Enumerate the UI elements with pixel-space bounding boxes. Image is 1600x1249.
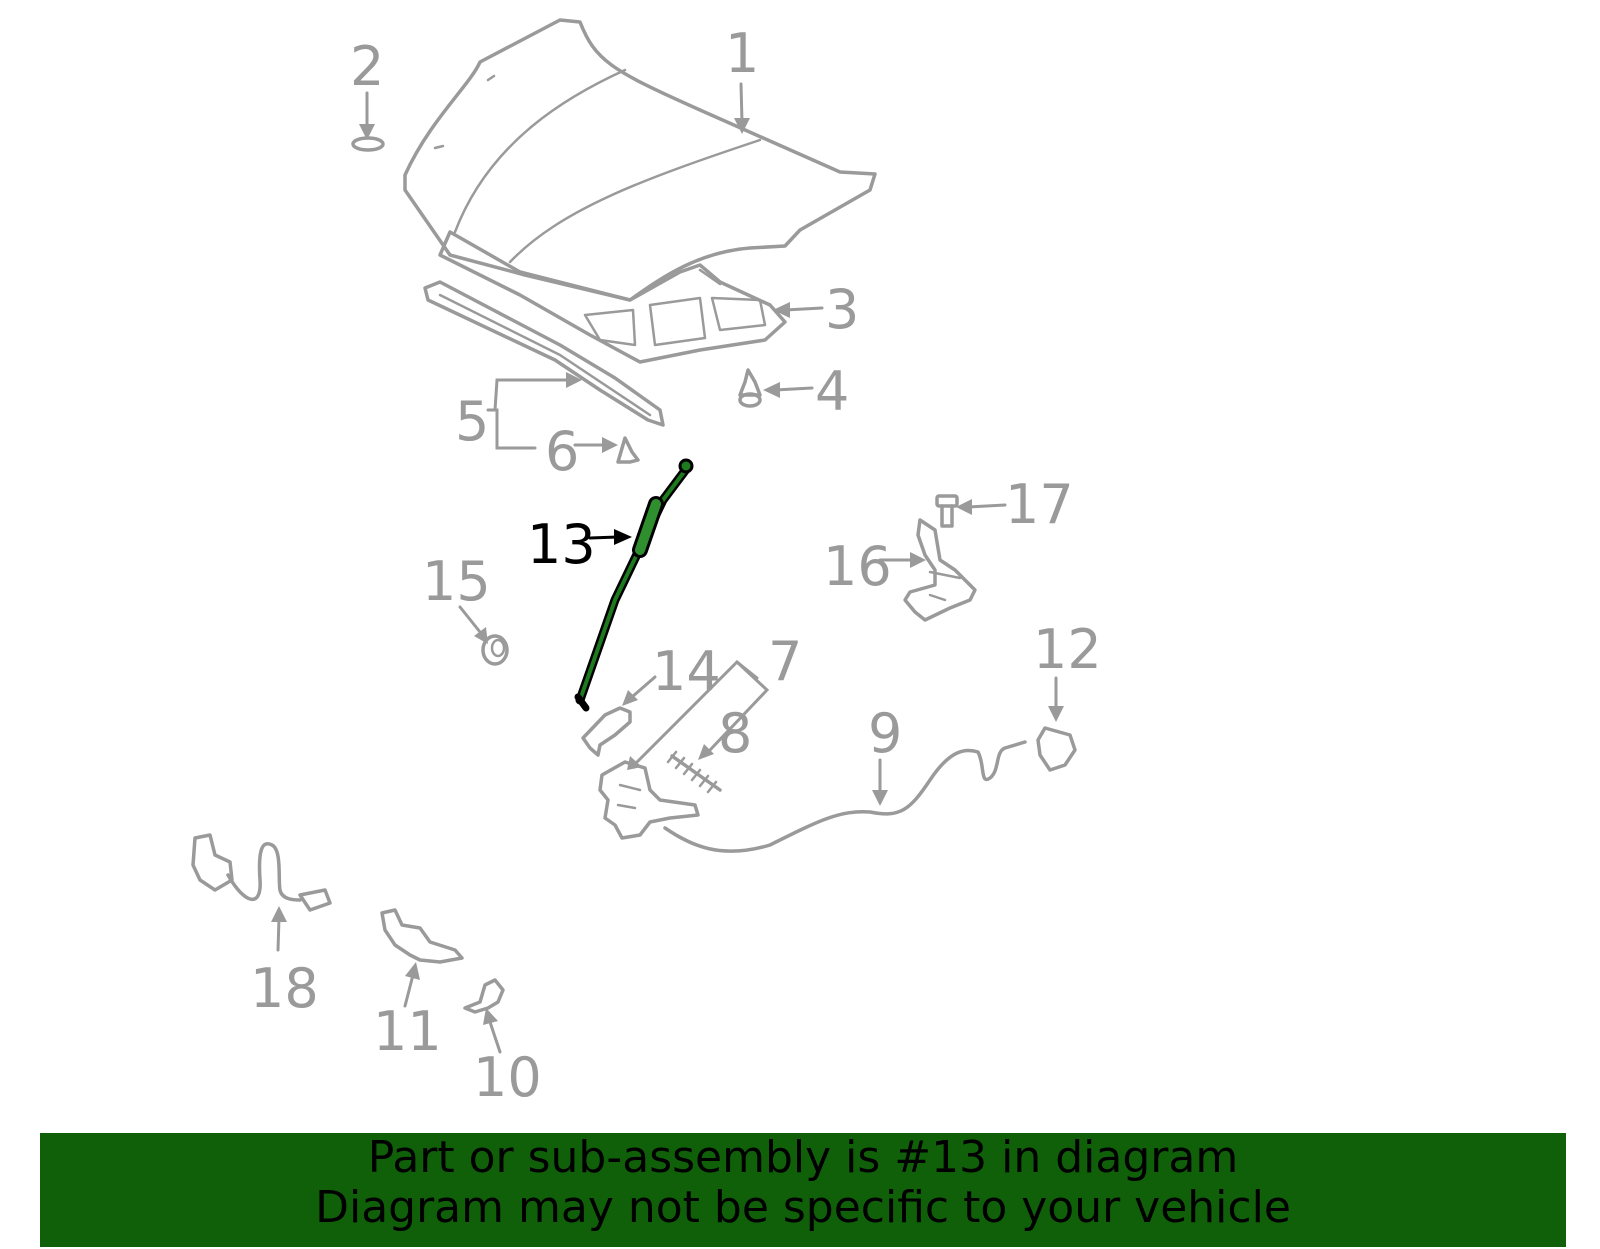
- cable-part-9: [663, 740, 1027, 853]
- bumper-part-15: [481, 634, 509, 666]
- parts-diagram: 1 2 3 4 5 6 7 8 9 10 11 12 13 14 15 16 1…: [191, 18, 1102, 1109]
- callout-7: 7: [768, 630, 802, 693]
- striker-part-14: [581, 706, 632, 757]
- info-banner: Part or sub-assembly is #13 in diagram D…: [40, 1133, 1566, 1247]
- hood-inner-part-3: [438, 230, 787, 364]
- banner-line-part-number: Part or sub-assembly is #13 in diagram: [367, 1132, 1239, 1183]
- lock-cable-part-18: [191, 833, 332, 912]
- banner-line-disclaimer: Diagram may not be specific to your vehi…: [315, 1182, 1291, 1233]
- release-handle-part-12: [1036, 726, 1077, 772]
- seal-part-5: [423, 280, 665, 427]
- bracket-part-11: [380, 908, 464, 964]
- callout-17: 17: [1005, 473, 1074, 536]
- callout-13: 13: [527, 513, 596, 576]
- callout-15: 15: [422, 550, 491, 613]
- callout-5: 5: [455, 390, 489, 453]
- callout-14: 14: [652, 640, 721, 703]
- bracket-part-10: [463, 978, 505, 1014]
- callout-4: 4: [815, 360, 849, 423]
- hinge-part-16: [903, 518, 977, 622]
- callout-3: 3: [825, 278, 859, 341]
- lock-part-7: [598, 760, 700, 840]
- callout-2: 2: [350, 35, 384, 98]
- callout-12: 12: [1033, 618, 1102, 681]
- callout-10: 10: [473, 1046, 542, 1109]
- clip-part-4: [738, 368, 762, 408]
- leader-lines: [271, 82, 1064, 1054]
- clip-part-6: [616, 436, 640, 464]
- hood-part-1: [403, 18, 877, 302]
- callout-16: 16: [823, 535, 892, 598]
- callout-11: 11: [373, 1000, 442, 1063]
- grommet-part-2: [351, 136, 385, 152]
- callout-8: 8: [718, 702, 752, 765]
- hood-strut-part-13: [574, 458, 694, 712]
- spring-part-8: [666, 750, 722, 794]
- callout-18: 18: [250, 957, 319, 1020]
- callouts: 1 2 3 4 5 6 7 8 9 10 11 12 13 14 15 16 1…: [250, 22, 1102, 1109]
- bolt-part-17: [935, 494, 959, 528]
- callout-9: 9: [868, 702, 902, 765]
- callout-6: 6: [545, 420, 579, 483]
- callout-1: 1: [725, 22, 759, 85]
